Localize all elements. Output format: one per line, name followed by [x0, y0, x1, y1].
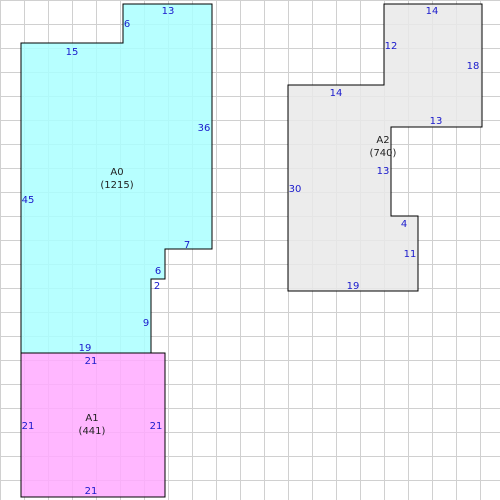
edge-label: 14 — [426, 6, 439, 17]
room-a1-shape — [20, 352, 166, 498]
edge-label: 30 — [289, 184, 302, 195]
room-a2: 14 12 18 14 13 13 30 4 11 19 A2 (740) — [287, 3, 483, 292]
room-a1: 21 21 21 21 A1 (441) — [20, 352, 166, 498]
room-area: (441) — [79, 426, 106, 437]
edge-label: 9 — [143, 318, 149, 329]
edge-label: 6 — [124, 19, 130, 30]
edge-label: 12 — [385, 41, 398, 52]
edge-label: 6 — [155, 266, 161, 277]
room-a2-shape — [287, 3, 483, 292]
edge-label: 18 — [467, 61, 480, 72]
edge-label: 13 — [430, 116, 443, 127]
edge-label: 4 — [401, 219, 407, 230]
edge-label: 21 — [85, 486, 98, 497]
edge-label: 11 — [404, 249, 417, 260]
edge-label: 15 — [66, 47, 79, 58]
room-a0: 13 6 15 36 45 7 6 2 9 19 A0 (1215) — [20, 3, 213, 354]
room-name: A0 — [110, 167, 123, 178]
edge-label: 19 — [79, 343, 92, 354]
room-area: (740) — [370, 148, 397, 159]
edge-label: 21 — [85, 356, 98, 367]
edge-label: 21 — [22, 421, 35, 432]
room-area: (1215) — [100, 180, 133, 191]
edge-label: 7 — [184, 240, 190, 251]
edge-label: 21 — [150, 421, 163, 432]
edge-label: 14 — [330, 88, 343, 99]
room-name: A2 — [376, 135, 389, 146]
edge-label: 19 — [347, 281, 360, 292]
edge-label: 2 — [154, 281, 160, 292]
edge-label: 36 — [198, 123, 211, 134]
edge-label: 45 — [22, 195, 35, 206]
room-a0-shape — [20, 3, 213, 354]
edge-label: 13 — [377, 166, 390, 177]
room-name: A1 — [85, 413, 98, 424]
edge-label: 13 — [162, 6, 175, 17]
